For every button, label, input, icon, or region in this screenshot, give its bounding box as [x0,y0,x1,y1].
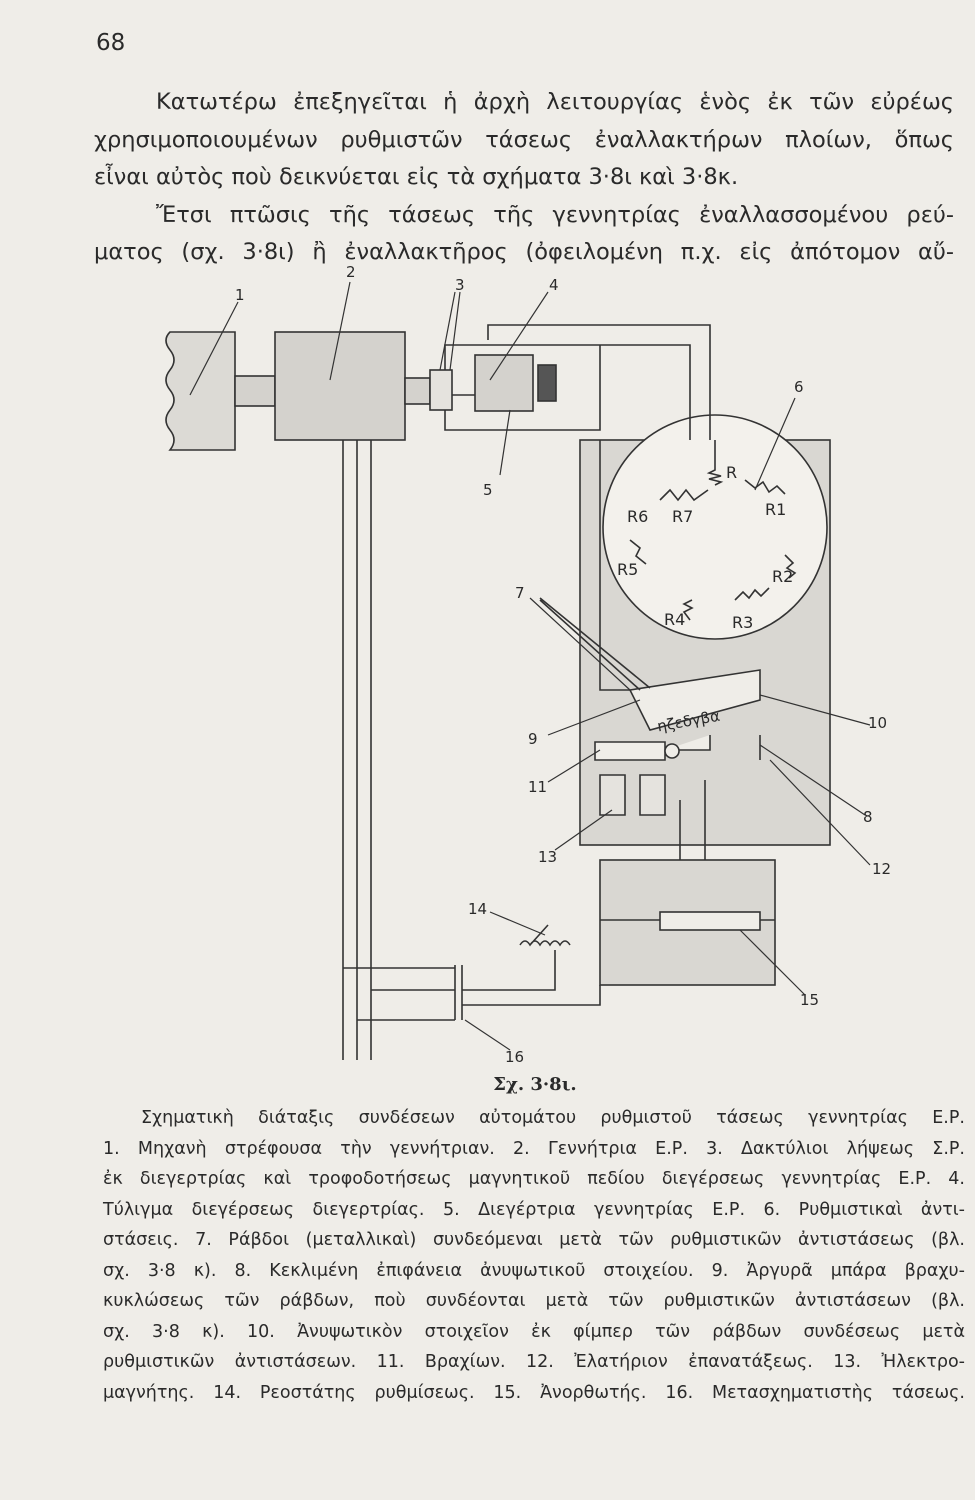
exciter-box [474,354,534,412]
callout-1: 1 [235,286,245,304]
resistor-labels: R R1 R2 R3 R4 R5 R6 R7 [617,463,793,632]
callout-11: 11 [528,778,547,796]
transformer [454,950,601,1020]
figure-caption: Σχηματικὴ διάταξις συνδέσεων αὐτομάτου ρ… [103,1103,965,1408]
slip-rings [429,369,453,411]
caption-line: 1. Μηχανὴ στρέφουσα τὴν γεννήτριαν. 2. Γ… [103,1138,965,1159]
text-line: Ἔτσι πτῶσις τῆς τάσεως τῆς γεννητρίας ἐν… [156,201,954,228]
caption-line: Σχηματικὴ διάταξις συνδέσεων αὐτομάτου ρ… [141,1108,965,1128]
rheostat [519,924,571,947]
shaft-2 [404,377,431,405]
label-r4: R4 [664,610,685,629]
caption-line: ἐκ διεγερτρίας καὶ τροφοδοτήσεως μαγνητι… [103,1169,965,1189]
label-r2: R2 [772,567,793,586]
callout-numbers: 1 2 3 4 5 6 7 8 9 10 11 12 13 14 15 16 [235,263,891,1066]
callout-6: 6 [794,378,804,396]
caption-line: ρυθμιστικῶν ἀντιστάσεων. 11. Βραχίων. 12… [103,1352,965,1372]
caption-line: σχ. 3·8 κ). 10. Ἀνυψωτικὸν στοιχεῖον ἐκ … [103,1321,965,1342]
caption-line: στάσεις. 7. Ράβδοι (μεταλλικαὶ) συνδεόμε… [103,1230,965,1250]
caption-line: σχ. 3·8 κ). 8. Κεκλιμένη ἐπιφάνεια ἀνυψω… [103,1260,965,1281]
rectifier-element [659,911,761,931]
body-text: Κατωτέρω ἐπεξηγεῖται ἡ ἀρχὴ λειτουργίας … [94,84,954,272]
callout-7: 7 [515,584,525,602]
shaft [234,375,276,407]
caption-line: Τύλιγμα διεγέρσεως διεγερτρίας. 5. Διεγέ… [103,1199,965,1220]
callout-5: 5 [483,481,493,499]
caption-line: μαγνήτης. 14. Ρεοστάτης ρυθμίσεως. 15. Ἀ… [103,1382,965,1403]
callout-9: 9 [528,730,538,748]
figure-label: Σχ. 3·8ι. [493,1074,577,1095]
callout-4: 4 [549,276,559,294]
rods [539,440,651,691]
label-r1: R1 [765,500,786,519]
text-line: εἶναι αὐτὸς ποὺ δεικνύεται εἰς τὰ σχήματ… [94,164,739,190]
callout-8: 8 [863,808,873,826]
text-line: ματος (σχ. 3·8ι) ἢ ἐναλλακτῆρος (ὀφειλομ… [94,239,954,265]
engine-block [165,331,236,451]
pivot [664,743,680,759]
page-number: 68 [96,30,126,56]
text-line: χρησιμοποιουμένων ρυθμιστῶν τάσεως ἐναλλ… [94,126,954,153]
generator-box [274,331,406,441]
callout-3: 3 [455,276,465,294]
contact-element [628,669,761,731]
exciter-coil [537,364,557,402]
callout-13: 13 [538,848,557,866]
label-r5: R5 [617,560,638,579]
caption-line: κυκλώσεως τῶν ράβδων, ποὺ συνδέονται μετ… [103,1291,965,1311]
callout-12: 12 [872,860,891,878]
wires [444,324,711,440]
callout-2: 2 [346,263,356,281]
label-r6: R6 [627,507,648,526]
callout-10: 10 [868,714,887,732]
generator-leads [342,440,455,1060]
callout-14: 14 [468,900,487,918]
callout-16: 16 [505,1048,524,1066]
text-line: Κατωτέρω ἐπεξηγεῖται ἡ ἀρχὴ λειτουργίας … [156,89,954,115]
callout-lines [189,281,871,1051]
label-r3: R3 [732,613,753,632]
label-r: R [726,463,737,482]
resistors [629,440,797,621]
resistor-ring [602,414,828,640]
callout-15: 15 [800,991,819,1009]
rectifier-wires [600,780,775,921]
electromagnet [599,774,666,816]
label-r7: R7 [672,507,693,526]
